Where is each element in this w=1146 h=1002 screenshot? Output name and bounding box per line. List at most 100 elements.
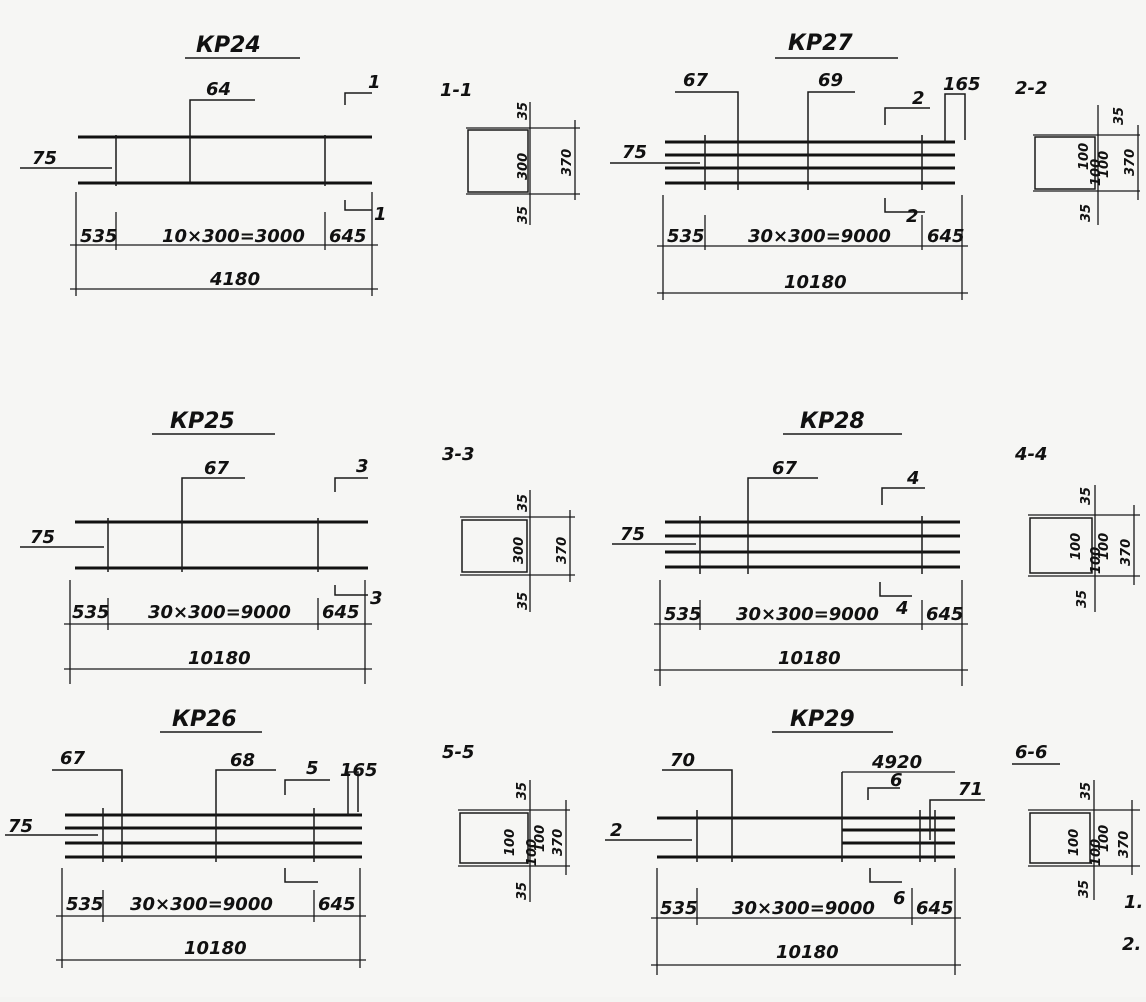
section-dim: 35 <box>1079 204 1094 222</box>
section-title: 6-6 <box>1015 742 1048 763</box>
dim-right: 645 <box>322 602 360 623</box>
section-dim: 35 <box>1079 487 1094 505</box>
section-dim: 100 <box>1067 829 1082 856</box>
section-dim: 300 <box>516 153 531 180</box>
section-dim: 100 <box>1069 533 1084 560</box>
dim-total: 10180 <box>778 648 841 669</box>
section-cut-mark <box>884 198 925 213</box>
section-1-1: 1-1 35 300 35 370 <box>440 80 580 225</box>
leader-line <box>944 93 966 142</box>
cover-label: 75 <box>32 148 57 169</box>
section-mark-label: 6 <box>890 770 903 791</box>
dim-middle: 30×300=9000 <box>130 894 273 915</box>
cover-label: 75 <box>8 816 33 837</box>
section-dim: 100 <box>503 829 518 856</box>
leader-label: 70 <box>670 750 695 771</box>
dim-left: 535 <box>66 894 104 915</box>
section-dim: 35 <box>1079 782 1094 800</box>
leader-line <box>215 769 276 808</box>
section-dim: 300 <box>512 537 527 564</box>
leader-line <box>929 799 985 840</box>
dim-middle: 30×300=9000 <box>748 226 891 247</box>
section-cut-mark <box>867 787 900 800</box>
dim-right: 645 <box>318 894 356 915</box>
frame-title: КР28 <box>800 409 865 434</box>
section-dim: 100 <box>1097 533 1112 560</box>
leader-line <box>181 477 245 518</box>
dim-middle: 10×300=3000 <box>162 226 305 247</box>
section-title: 4-4 <box>1014 444 1048 465</box>
dim-left: 535 <box>660 898 698 919</box>
section-dim: 370 <box>1117 831 1132 858</box>
section-2-2: 2-2 35 100 100 100 35 370 <box>1015 78 1140 225</box>
dim-total: 10180 <box>184 938 247 959</box>
leader-label: 68 <box>230 750 255 771</box>
leader-label: 165 <box>943 74 981 95</box>
dim-total: 10180 <box>188 648 251 669</box>
section-dim: 370 <box>551 829 566 856</box>
dim-right: 645 <box>329 226 367 247</box>
section-mark-label: 3 <box>370 588 383 609</box>
cover-label: 2 <box>610 820 623 841</box>
frame-title: КР25 <box>170 409 235 434</box>
leader-label: 4920 <box>871 752 922 773</box>
section-dim: 100 <box>1089 839 1104 866</box>
frame-kr24: КР24 64 75 1 1 535 10×300=3000 645 4180 <box>20 33 387 296</box>
section-dim: 35 <box>516 206 531 224</box>
dim-total: 10180 <box>784 272 847 293</box>
section-dim: 370 <box>1119 539 1134 566</box>
section-outline <box>1034 136 1096 190</box>
section-dim: 35 <box>1075 590 1090 608</box>
section-dim: 370 <box>555 537 570 564</box>
leader-label: 165 <box>340 760 378 781</box>
section-outline <box>461 519 528 573</box>
leader-line <box>347 771 359 815</box>
section-dim: 100 <box>1089 547 1104 574</box>
section-mark-label: 2 <box>912 88 925 109</box>
section-cut-mark <box>334 585 368 596</box>
section-dim: 100 <box>533 825 548 852</box>
section-title: 3-3 <box>442 444 475 465</box>
section-dim: 100 <box>1097 151 1112 178</box>
section-dim: 35 <box>516 494 531 512</box>
frame-kr25: КР25 67 75 3 3 535 30×300=9000 645 10180 <box>20 409 383 684</box>
dim-right: 645 <box>927 226 965 247</box>
section-outline <box>1029 517 1093 574</box>
leader-label: 67 <box>772 458 798 479</box>
note-item: 1. <box>1124 892 1143 913</box>
section-cut-mark <box>879 582 912 597</box>
dim-left: 535 <box>667 226 705 247</box>
frame-title: КР27 <box>788 31 853 56</box>
leader-label: 67 <box>683 70 709 91</box>
dim-middle: 30×300=9000 <box>736 604 879 625</box>
section-cut-mark <box>881 487 925 505</box>
leader-label: 67 <box>60 748 86 769</box>
dim-left: 535 <box>72 602 110 623</box>
section-cut-mark <box>344 200 372 211</box>
frame-title: КР26 <box>172 707 237 732</box>
frame-kr27: КР27 67 69 165 75 2 2 535 30×300=9000 64… <box>610 31 981 300</box>
section-mark-label: 1 <box>374 204 387 225</box>
dim-total: 10180 <box>776 942 839 963</box>
notes: 1. 2. <box>1122 892 1143 955</box>
section-title: 5-5 <box>442 742 475 763</box>
section-dim: 100 <box>1077 143 1092 170</box>
section-mark-label: 1 <box>368 72 381 93</box>
section-4-4: 4-4 35 100 100 100 35 370 <box>1014 444 1140 612</box>
section-title: 1-1 <box>440 80 473 101</box>
section-cut-mark <box>284 779 330 795</box>
cover-label: 75 <box>30 527 55 548</box>
frame-kr29: КР29 70 4920 71 2 6 6 535 30×300=9000 64… <box>605 707 985 975</box>
section-3-3: 3-3 35 300 35 370 <box>442 444 575 612</box>
section-cut-mark <box>334 477 368 492</box>
leader-line <box>662 769 733 810</box>
frame-kr26: КР26 67 68 165 75 5 535 30×300=9000 645 … <box>5 707 378 968</box>
section-mark-label: 4 <box>906 468 920 489</box>
leader-line <box>675 91 739 135</box>
note-item: 2. <box>1122 934 1141 955</box>
section-dim: 35 <box>515 782 530 800</box>
section-dim: 35 <box>1077 880 1092 898</box>
section-dim: 100 <box>1097 825 1112 852</box>
frame-kr28: КР28 67 75 4 4 535 30×300=9000 645 10180 <box>612 409 968 686</box>
